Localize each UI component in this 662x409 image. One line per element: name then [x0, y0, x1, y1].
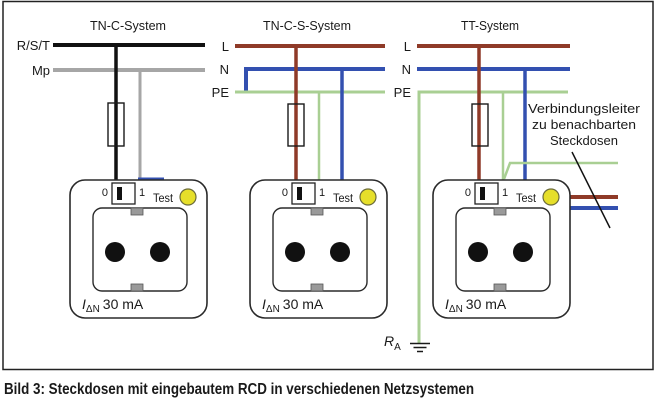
test-button-icon	[359, 188, 377, 206]
earth-resistance-label: RA	[384, 333, 401, 353]
current-subscript: ΔN	[449, 304, 463, 315]
label-l: L	[404, 39, 411, 54]
earth-clip-bottom	[130, 283, 144, 292]
annotation-line-3: Steckdosen	[550, 133, 618, 148]
earth-clip-bottom	[493, 283, 507, 292]
tn-c-s-wiring	[235, 44, 385, 183]
figure-caption: Bild 3: Steckdosen mit eingebautem RCD i…	[4, 381, 474, 398]
label-l: L	[222, 39, 229, 54]
switch-on-label: 1	[319, 187, 325, 199]
tt-wiring: RA Verbindungsleiter zu benachbarten Ste…	[384, 44, 641, 353]
annotation-line-1: Verbindungsleiter	[528, 101, 641, 116]
rcd-switch	[291, 182, 316, 205]
switch-off-label: 0	[102, 187, 108, 199]
switch-off-label: 0	[465, 187, 471, 199]
rcd-switch-lever	[297, 187, 302, 200]
rcd-switch-lever	[480, 187, 485, 200]
pe-busbar-earth-line	[417, 90, 568, 343]
test-button-icon	[179, 188, 197, 206]
earth-resistance-subscript: A	[394, 342, 401, 353]
fuse-symbol	[471, 103, 489, 147]
figure-frame	[2, 0, 654, 371]
socket-hole-right	[513, 242, 533, 262]
label-n: N	[402, 62, 411, 77]
current-symbol: I	[262, 296, 266, 312]
earth-clip-bottom	[310, 283, 324, 292]
fuse-symbol	[287, 103, 305, 147]
fuse-symbol	[107, 102, 125, 147]
switch-on-label: 1	[139, 187, 145, 199]
label-mp: Mp	[32, 63, 50, 78]
earth-clip-top	[493, 207, 507, 216]
current-symbol: I	[445, 296, 449, 312]
current-rating: 30 mA	[103, 296, 144, 312]
rcd-switch	[111, 182, 136, 205]
earth-clip-top	[310, 207, 324, 216]
pe-link-wire	[502, 161, 618, 180]
label-pe: PE	[212, 85, 230, 100]
current-symbol: I	[82, 296, 86, 312]
socket-hole-left	[285, 242, 305, 262]
n-busbar-line	[244, 67, 385, 92]
test-button-icon	[542, 188, 560, 206]
current-subscript: ΔN	[86, 304, 100, 315]
earth-clip-top	[130, 207, 144, 216]
label-pe: PE	[394, 85, 412, 100]
title-tn-c-s-system: TN-C-S-System	[263, 18, 351, 33]
switch-on-label: 1	[502, 187, 508, 199]
socket-hole-right	[150, 242, 170, 262]
rcd-switch-lever	[117, 187, 122, 200]
test-label: Test	[153, 191, 174, 205]
earth-resistance-symbol: R	[384, 333, 394, 349]
switch-off-label: 0	[282, 187, 288, 199]
label-rst: R/S/T	[17, 38, 50, 53]
title-tn-c-system: TN-C-System	[90, 18, 166, 33]
title-tt-system: TT-System	[461, 18, 519, 33]
current-subscript: ΔN	[266, 304, 280, 315]
earth-ground-icon	[410, 342, 430, 353]
annotation-leader-line	[571, 151, 611, 229]
socket-hole-right	[330, 242, 350, 262]
rcd-switch	[474, 182, 499, 205]
current-rating: 30 mA	[283, 296, 324, 312]
socket-hole-left	[468, 242, 488, 262]
test-label: Test	[516, 191, 537, 205]
socket-hole-left	[105, 242, 125, 262]
annotation-line-2: zu benachbarten	[532, 117, 636, 132]
test-label: Test	[333, 191, 354, 205]
current-rating: 30 mA	[466, 296, 507, 312]
tn-c-wiring	[53, 43, 205, 183]
label-n: N	[220, 62, 229, 77]
